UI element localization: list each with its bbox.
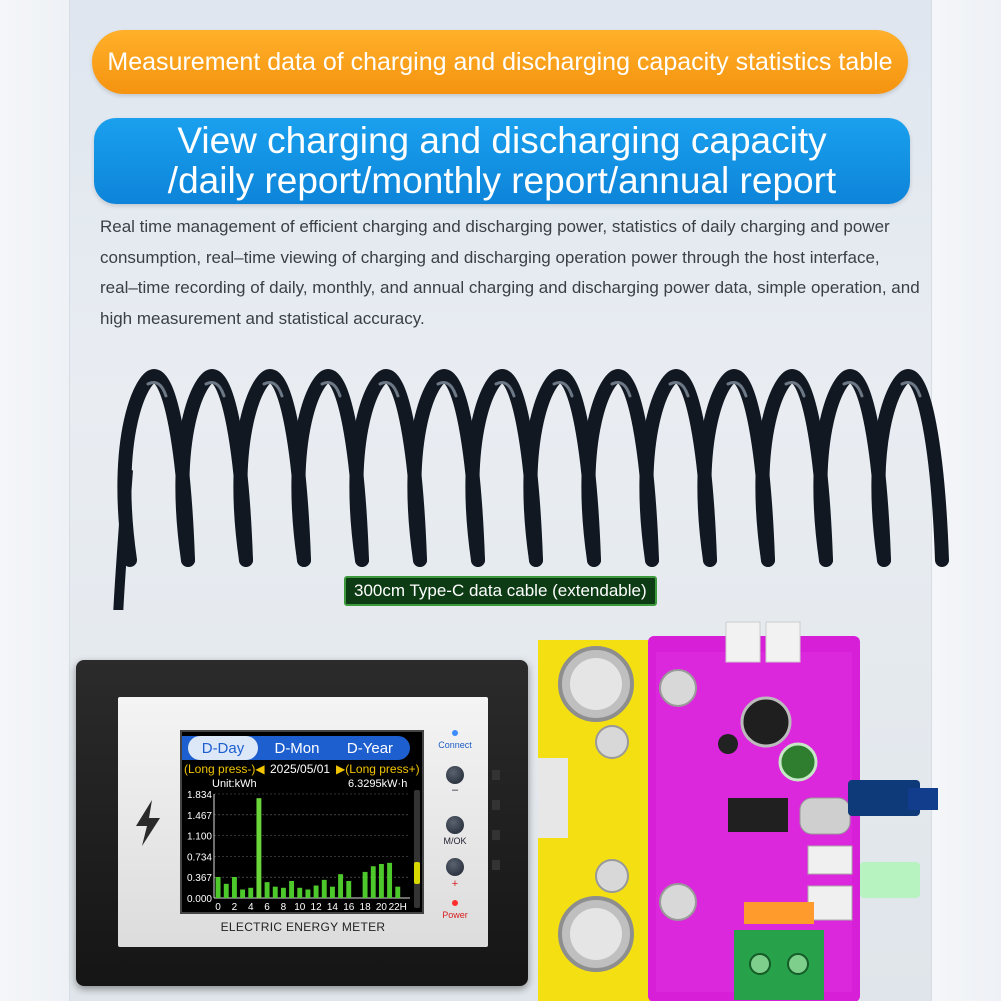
- x-tick-label: 22H: [389, 902, 407, 913]
- x-tick-label: 18: [360, 902, 372, 913]
- chart-bar: [362, 871, 368, 898]
- chart-bar: [215, 877, 221, 898]
- unit-row: Unit:kWh 6.3295kW·h: [182, 778, 422, 792]
- y-tick-label: 1.467: [187, 811, 212, 822]
- chart-bar: [395, 886, 401, 898]
- report-date: 2025/05/01: [270, 762, 331, 776]
- date-row: (Long press-)◀ 2025/05/01 ▶(Long press+): [182, 762, 422, 778]
- connect-label: Connect: [438, 740, 472, 750]
- chart-bar: [305, 889, 311, 898]
- tab-d-day[interactable]: D-Day: [188, 736, 258, 760]
- coiled-cable-image: [113, 368, 949, 610]
- cable-label: 300cm Type-C data cable (extendable): [344, 576, 657, 606]
- plus-label: +: [451, 878, 459, 890]
- meter-screen: D-Day D-Mon D-Year (Long press-)◀ 2025/0…: [180, 730, 424, 914]
- banner-orange-text: Measurement data of charging and dischar…: [107, 47, 893, 76]
- power-label: Power: [442, 910, 468, 920]
- x-tick-label: 8: [281, 902, 287, 913]
- meter-footer-label: ELECTRIC ENERGY METER: [220, 920, 386, 934]
- y-tick-label: 1.100: [187, 832, 212, 843]
- long-press-right[interactable]: ▶(Long press+): [336, 762, 420, 776]
- long-press-left[interactable]: (Long press-)◀: [184, 762, 265, 776]
- x-tick-label: 10: [294, 902, 306, 913]
- chart-bar: [329, 886, 335, 898]
- x-tick-label: 2: [232, 902, 238, 913]
- banner-blue-line1: View charging and discharging capacity: [177, 120, 827, 161]
- side-slot-1: [492, 770, 500, 780]
- tab-d-mon[interactable]: D-Mon: [262, 736, 332, 760]
- x-tick-label: 6: [264, 902, 270, 913]
- chart-bar: [289, 880, 295, 898]
- side-slot-3: [492, 830, 500, 840]
- banner-blue-line2: /daily report/monthly report/annual repo…: [167, 160, 837, 201]
- x-tick-label: 16: [343, 902, 355, 913]
- chart-bar: [370, 866, 376, 898]
- chart-bar: [240, 889, 246, 898]
- total-energy: 6.3295kW·h: [348, 778, 408, 790]
- chart-bar: [272, 886, 278, 898]
- unit-label: Unit:kWh: [212, 778, 257, 790]
- cable-label-text: 300cm Type-C data cable (extendable): [354, 581, 647, 600]
- chart-bar: [378, 863, 384, 898]
- chart-bar: [248, 887, 254, 898]
- tab-d-year[interactable]: D-Year: [334, 736, 406, 760]
- chart-bar: [313, 885, 319, 898]
- description-text: Real time management of efficient chargi…: [100, 217, 920, 328]
- connect-led-icon: [452, 730, 458, 736]
- tab-d-year-label: D-Year: [346, 739, 394, 757]
- x-tick-label: 4: [248, 902, 254, 913]
- banner-orange: Measurement data of charging and dischar…: [92, 30, 908, 94]
- y-tick-label: 0.367: [187, 873, 212, 884]
- chart-bar: [297, 887, 303, 898]
- report-tabs: D-Day D-Mon D-Year: [182, 736, 410, 760]
- side-slot-2: [492, 800, 500, 810]
- tab-d-day-label: D-Day: [201, 739, 245, 757]
- x-tick-label: 14: [327, 902, 339, 913]
- chart-scrollbar-thumb: [414, 862, 420, 884]
- minus-label: –: [451, 784, 459, 796]
- lightning-bolt-icon: [136, 800, 160, 846]
- frame-left-edge: [0, 0, 70, 1001]
- chart-bar: [256, 798, 262, 898]
- ok-button[interactable]: [446, 816, 464, 834]
- tab-d-mon-label: D-Mon: [274, 739, 320, 757]
- side-slot-4: [492, 860, 500, 870]
- pcb-board-image: [538, 621, 938, 1001]
- chart-bar: [223, 883, 229, 898]
- banner-blue: View charging and discharging capacity /…: [94, 118, 910, 204]
- x-tick-label: 20: [376, 902, 388, 913]
- chart-bar: [387, 862, 393, 898]
- y-tick-label: 0.000: [187, 894, 212, 905]
- plus-button[interactable]: [446, 858, 464, 876]
- chart-bar: [231, 877, 237, 898]
- x-tick-label: 12: [311, 902, 323, 913]
- chart-bar: [264, 882, 270, 898]
- chart-bar: [338, 874, 344, 898]
- chart-scrollbar-track: [414, 790, 420, 908]
- ok-label: M/OK: [443, 836, 467, 846]
- minus-button[interactable]: [446, 766, 464, 784]
- y-tick-label: 0.734: [187, 852, 212, 863]
- y-tick-label: 1.834: [187, 790, 212, 801]
- chart-bar: [321, 879, 327, 898]
- power-led-icon: [452, 900, 458, 906]
- chart-bar: [346, 880, 352, 898]
- x-tick-label: 0: [215, 902, 221, 913]
- chart-bar: [280, 887, 286, 898]
